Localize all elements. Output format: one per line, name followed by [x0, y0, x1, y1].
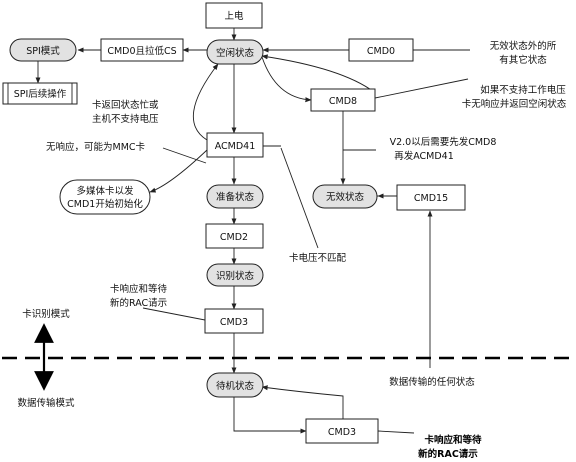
- cmd0-cs-low-label: CMD0且拉低CS: [107, 45, 176, 57]
- arrow-acmd41-to-mmc: [149, 149, 208, 193]
- note-rca-a-line-2: 新的RAC请示: [110, 297, 167, 309]
- node-standby-state: 待机状态: [206, 372, 264, 398]
- cmd2-label: CMD2: [220, 232, 248, 243]
- note-rca-b-line-1: 卡响应和等待: [424, 434, 482, 446]
- label-data-transfer-mode: 数据传输模式: [17, 397, 75, 409]
- node-ident-state: 识别状态: [206, 263, 264, 287]
- note-rca-b-line-2: 新的RAC请示: [418, 448, 478, 460]
- label-card-id-mode: 卡识别模式: [22, 308, 70, 320]
- arrow-standby-to-cmd3: [233, 397, 307, 434]
- note-busy-line-2: 主机不支持电压: [92, 113, 159, 125]
- note-cmd0-any-line-1: 无效状态外的所: [490, 40, 557, 52]
- node-power-on: 上电: [205, 2, 263, 29]
- note-rca-a-line-1: 卡响应和等待: [110, 283, 168, 295]
- pointer-rca-a: [142, 307, 206, 321]
- cmd15-label: CMD15: [414, 193, 448, 204]
- node-inactive-state: 无效状态: [312, 184, 378, 209]
- node-cmd2: CMD2: [205, 223, 264, 249]
- pointer-rca-b: [377, 430, 415, 434]
- pointer-cmd8-note: [374, 78, 469, 99]
- node-cmd0: CMD0: [348, 38, 414, 62]
- spi-mode-label: SPI模式: [26, 45, 60, 57]
- node-cmd8: CMD8: [310, 88, 376, 112]
- node-spi-ops: SPI后续操作: [2, 82, 78, 105]
- spi-ops-label: SPI后续操作: [14, 88, 67, 100]
- ident-state-label: 识别状态: [216, 270, 255, 282]
- node-cmd3-b: CMD3: [305, 418, 379, 444]
- cmd8-label: CMD8: [329, 96, 357, 107]
- cmd3-b-label: CMD3: [328, 427, 356, 438]
- note-cmd0-any-line-2: 有其它状态: [499, 54, 547, 66]
- node-spi-mode: SPI模式: [9, 38, 77, 62]
- connectors: [2, 28, 574, 434]
- note-cmd8-line-1: 如果不支持工作电压: [480, 84, 566, 96]
- cmd3-a-label: CMD3: [220, 317, 248, 328]
- note-voltage-mismatch: 卡电压不匹配: [289, 252, 347, 264]
- acmd41-label: ACMD41: [215, 141, 256, 152]
- note-no-response: 无响应，可能为MMC卡: [46, 141, 146, 153]
- notes: 无效状态外的所 有其它状态 如果不支持工作电压 卡无响应并返回空闲状态 卡返回状…: [17, 40, 566, 460]
- standby-state-label: 待机状态: [216, 380, 255, 392]
- arrow-cmd8-back-to-idle: [261, 54, 375, 93]
- node-mmc-init: 多媒体卡以发 CMD1开始初始化: [59, 179, 151, 215]
- node-cmd0-cs-low: CMD0且拉低CS: [100, 38, 184, 62]
- idle-state-label: 空闲状态: [216, 47, 255, 59]
- node-cmd15: CMD15: [396, 184, 466, 211]
- cmd0-label: CMD0: [367, 46, 395, 57]
- note-v2-line-1: V2.0以后需要先发CMD8: [390, 136, 497, 148]
- arrow-cmd3-back-to-standby: [261, 385, 344, 420]
- power-on-label: 上电: [224, 10, 244, 22]
- mmc-init-line-1: 多媒体卡以发: [76, 185, 134, 197]
- inactive-state-label: 无效状态: [326, 191, 365, 203]
- arrow-acmd41-busy-to-idle: [192, 63, 219, 141]
- note-v2-line-2: 再发ACMD41: [394, 150, 454, 162]
- note-cmd8-line-2: 卡无响应并返回空闲状态: [462, 98, 567, 110]
- node-idle-state: 空闲状态: [206, 39, 264, 65]
- pointer-voltage-mismatch: [280, 147, 319, 249]
- node-ready-state: 准备状态: [206, 184, 264, 209]
- note-busy-line-1: 卡返回状态忙或: [92, 99, 159, 111]
- ready-state-label: 准备状态: [216, 191, 255, 203]
- pointer-no-response: [162, 147, 207, 164]
- arrow-idle-to-cmd8: [261, 56, 312, 103]
- note-any-data-state: 数据传输的任何状态: [389, 376, 475, 388]
- mmc-init-line-2: CMD1开始初始化: [67, 198, 143, 210]
- node-cmd3-a: CMD3: [204, 308, 264, 334]
- node-acmd41: ACMD41: [206, 132, 264, 158]
